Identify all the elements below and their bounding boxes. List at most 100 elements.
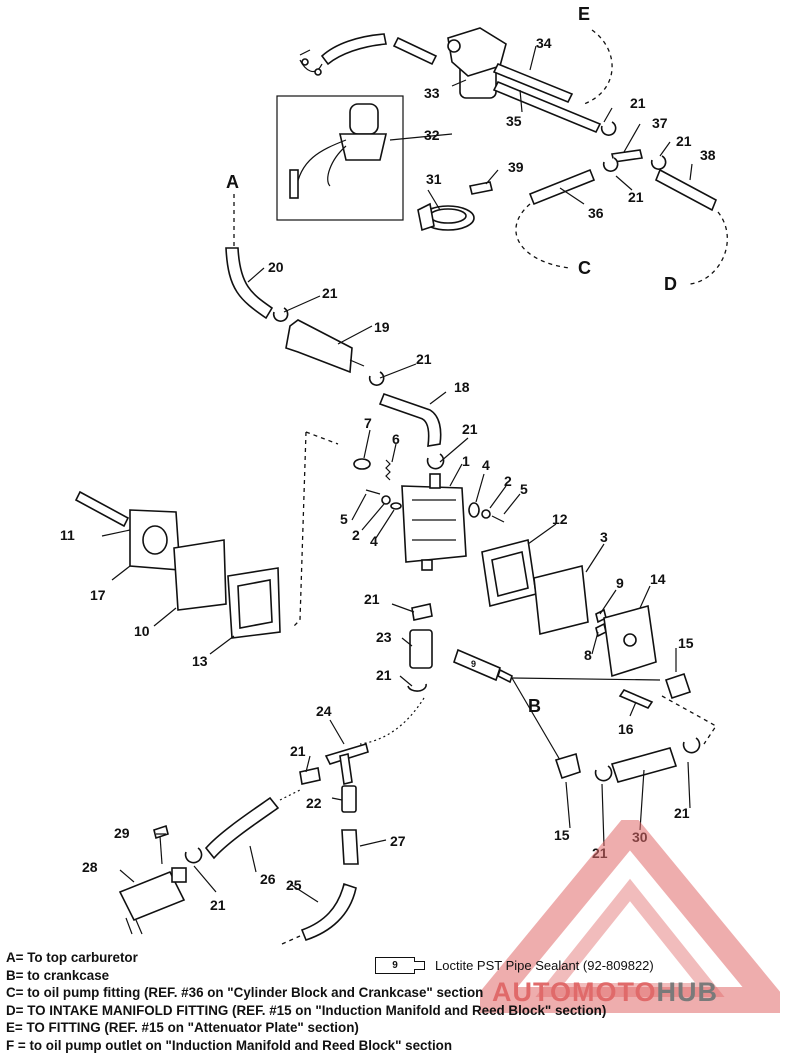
route-F bbox=[281, 935, 301, 945]
routing-line bbox=[359, 697, 425, 745]
legend-E: E= TO FITTING (REF. #15 on "Attenuator P… bbox=[6, 1020, 359, 1036]
legend-F: F = to oil pump outlet on "Induction Man… bbox=[6, 1037, 453, 1053]
callout-24: 24 bbox=[316, 703, 332, 719]
spring-6 bbox=[385, 459, 391, 481]
callout-1: 1 bbox=[462, 453, 470, 469]
inset-pump-base bbox=[338, 133, 388, 161]
route-letter-C: C bbox=[578, 258, 591, 278]
callout-21-a: 21 bbox=[630, 95, 646, 111]
screw-16 bbox=[618, 689, 654, 709]
hose-clamp bbox=[594, 765, 613, 782]
hose-clamp bbox=[650, 155, 667, 170]
callout-5-b: 5 bbox=[340, 511, 348, 527]
gasket-10 bbox=[173, 539, 227, 611]
callout-21-d: 21 bbox=[322, 285, 338, 301]
routing-line bbox=[279, 789, 301, 801]
sealant-tube-icon: 9 bbox=[375, 955, 425, 975]
sealant-tube-number: 9 bbox=[471, 659, 476, 669]
sealant-tube bbox=[453, 648, 501, 682]
bolt-29-head bbox=[153, 824, 169, 840]
callout-25: 25 bbox=[286, 877, 302, 893]
valve-pins bbox=[125, 917, 143, 935]
legend-C: C= to oil pump fitting (REF. #36 on "Cyl… bbox=[6, 985, 484, 1001]
screw-39 bbox=[469, 181, 493, 195]
callout-21-j: 21 bbox=[210, 897, 226, 913]
callout-16: 16 bbox=[618, 721, 634, 737]
sealant-text: Loctite PST Pipe Sealant (92-809822) bbox=[435, 957, 654, 973]
callout-17: 17 bbox=[90, 587, 106, 603]
callout-3: 3 bbox=[600, 529, 608, 545]
inset-wire bbox=[295, 139, 347, 191]
hose-clamp bbox=[184, 847, 203, 864]
route-C bbox=[515, 203, 571, 269]
hose-clamp bbox=[368, 371, 385, 386]
callout-14: 14 bbox=[650, 571, 666, 587]
fitting-27 bbox=[341, 829, 359, 865]
callout-9: 9 bbox=[616, 575, 624, 591]
callout-10: 10 bbox=[134, 623, 150, 639]
callout-21-e: 21 bbox=[416, 351, 432, 367]
callout-21-c: 21 bbox=[628, 189, 644, 205]
callout-34: 34 bbox=[536, 35, 552, 51]
callout-11: 11 bbox=[60, 527, 75, 543]
callout-21-l: 21 bbox=[674, 805, 690, 821]
fitting-22 bbox=[341, 785, 357, 813]
callout-18: 18 bbox=[454, 379, 470, 395]
inset-pump bbox=[349, 103, 379, 135]
inset-wire bbox=[327, 145, 347, 187]
callout-21-i: 21 bbox=[290, 743, 306, 759]
seal-4 bbox=[390, 502, 402, 510]
pin-5-right bbox=[491, 515, 505, 523]
callout-21-h: 21 bbox=[376, 667, 392, 683]
wire-terminal bbox=[301, 58, 309, 66]
callout-15-a: 15 bbox=[678, 635, 694, 651]
assembly-guide bbox=[293, 431, 339, 627]
callout-32: 32 bbox=[424, 127, 440, 143]
callout-31: 31 bbox=[426, 171, 442, 187]
callout-8: 8 bbox=[584, 647, 592, 663]
pump-bolt bbox=[447, 39, 461, 53]
diaphragm-3 bbox=[533, 565, 589, 635]
leader-line bbox=[511, 677, 561, 761]
bracket-tab bbox=[417, 202, 435, 232]
hose-clamp bbox=[411, 603, 433, 621]
valve-port bbox=[171, 867, 187, 883]
stud-11 bbox=[74, 490, 130, 528]
washer-2 bbox=[381, 495, 391, 505]
hose-upper-left bbox=[320, 33, 387, 66]
gasket-12-inner bbox=[491, 551, 529, 597]
tee-24-stem bbox=[339, 753, 353, 785]
legend-A: A= To top carburetor bbox=[6, 950, 138, 965]
callout-39: 39 bbox=[508, 159, 524, 175]
diaphragm-7 bbox=[353, 458, 371, 470]
hose-38 bbox=[654, 168, 718, 212]
route-letter-E: E bbox=[578, 4, 590, 24]
callout-13: 13 bbox=[192, 653, 208, 669]
elbow-15-lower bbox=[554, 752, 581, 780]
callout-26: 26 bbox=[260, 871, 276, 887]
callout-21-f: 21 bbox=[462, 421, 478, 437]
callout-21-b: 21 bbox=[676, 133, 692, 149]
watermark-text: AUTOMOTOHUB bbox=[492, 977, 719, 1007]
hose-clamp bbox=[682, 737, 701, 754]
hose-upper-right bbox=[392, 36, 438, 66]
fuel-pump-body-1 bbox=[401, 485, 467, 563]
hose-18 bbox=[378, 392, 442, 447]
legend-B: B= to crankcase bbox=[6, 967, 110, 983]
pin-5 bbox=[365, 489, 381, 495]
callout-12: 12 bbox=[552, 511, 568, 527]
filter-outlet bbox=[349, 359, 365, 367]
seal-4-right bbox=[468, 502, 480, 518]
sealant-tube-tip bbox=[497, 668, 513, 684]
callout-7: 7 bbox=[364, 415, 372, 431]
callout-4-a: 4 bbox=[482, 457, 490, 473]
hose-36 bbox=[528, 168, 596, 206]
gasket-13-inner bbox=[237, 579, 273, 629]
hose-25 bbox=[300, 882, 357, 941]
hose-26 bbox=[204, 796, 280, 860]
callout-22: 22 bbox=[306, 795, 322, 811]
route-D bbox=[689, 211, 728, 285]
assembly-guide bbox=[661, 695, 717, 745]
callout-21-g: 21 bbox=[364, 591, 380, 607]
bracket-hole bbox=[429, 208, 467, 224]
